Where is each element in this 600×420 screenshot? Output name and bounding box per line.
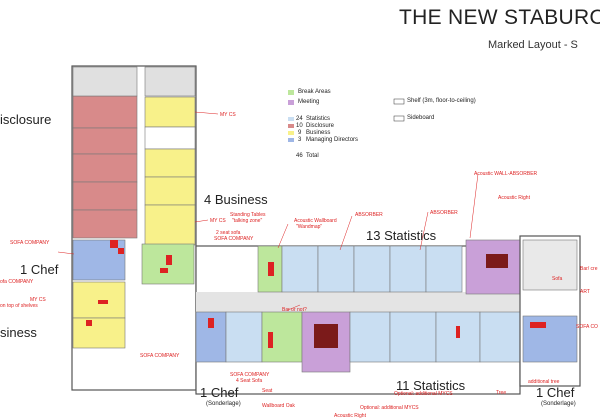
- area-label-statistics-11: 11 Statistics: [396, 378, 466, 393]
- ann-sofa-company-left: SOFA COMPANY: [10, 240, 50, 246]
- legend-stats-count: 24: [296, 116, 303, 122]
- page-title: THE NEW STABURO: [399, 6, 600, 29]
- office-disclosure-2: [72, 127, 138, 155]
- ann-bar-right: Bar/ cre: [580, 266, 598, 272]
- ann-absorber-1: ABSORBER: [355, 212, 383, 218]
- office-business-3: [144, 176, 196, 206]
- office-statistics-7: [349, 311, 391, 363]
- ann-acoustic-right: Acoustic Right: [498, 195, 530, 201]
- legend-meeting: Meeting: [298, 99, 320, 105]
- main-wing: [195, 239, 521, 395]
- office-disclosure-1: [72, 95, 138, 129]
- office-statistics-3: [353, 245, 391, 293]
- ann-sofa-company-bottom: SOFA COMPANY: [140, 353, 180, 359]
- ann-2-seat-sofa: 2 seat sofa: [216, 230, 241, 236]
- ann-sofa-company-bottom2: SOFA COMPANY: [230, 372, 270, 378]
- ann-absorber-2: ABSORBER: [430, 210, 458, 216]
- office-statistics-8: [389, 311, 437, 363]
- legend-total: Total: [306, 153, 319, 159]
- ann-bar-or-not: Bar or not?: [282, 307, 307, 313]
- legend-business-count: 9: [298, 130, 302, 136]
- ann-4-seat-sofa: 4 Seat Sofa: [236, 378, 263, 384]
- ann-acoustic-wallboard: Acoustic Wallboard: [294, 218, 337, 224]
- office-disclosure-3: [72, 153, 138, 183]
- legend-shelf-swatch: [393, 98, 405, 105]
- legend-shelf: Shelf (3m, floor-to-ceiling): [407, 98, 476, 104]
- office-statistics-4: [389, 245, 427, 293]
- red-furniture: [86, 240, 546, 348]
- office-statistics-6: [225, 311, 263, 363]
- ann-tree: Tree: [496, 390, 507, 396]
- ann-on-top-shelves: on top of shelves: [0, 303, 38, 309]
- break-area-bottom: [261, 311, 303, 363]
- legend-meeting-swatch: [288, 100, 294, 105]
- legend-disclosure-count: 10: [296, 123, 303, 129]
- legend-sideboard: Sideboard: [407, 115, 435, 121]
- ann-wallboard-oak: Wallboard Oak: [262, 403, 295, 409]
- office-statistics-2: [317, 245, 355, 293]
- legend-stats: Statistics: [306, 116, 331, 122]
- area-label-business-left: siness: [0, 325, 37, 340]
- office-disclosure-4: [72, 181, 138, 211]
- office-business-4: [144, 204, 196, 246]
- area-label-statistics-13: 13 Statistics: [366, 228, 437, 243]
- legend-directors: Managing Directors: [306, 137, 359, 143]
- area-label-chef-bottom-right: 1 Chef: [536, 385, 575, 400]
- legend-business: Business: [306, 130, 331, 136]
- office-business-2: [144, 148, 196, 178]
- right-wing: [519, 235, 581, 387]
- ann-additional-tree: additional tree: [528, 379, 560, 385]
- legend-stats-swatch: [288, 117, 294, 121]
- office-disclosure-5: [72, 209, 138, 239]
- ann-my-cs-top: MY CS: [220, 112, 236, 118]
- area-label-chef-bottom-left: 1 Chef: [200, 385, 239, 400]
- legend-disclosure: Disclosure: [306, 123, 335, 129]
- corridor: [196, 292, 520, 312]
- legend-directors-count: 3: [298, 137, 302, 143]
- area-label-business-4: 4 Business: [204, 192, 268, 207]
- office-statistics-10: [479, 311, 521, 363]
- legend-total-count: 46: [296, 153, 303, 159]
- legend-directors-swatch: [288, 138, 294, 142]
- ann-my-cs-left: MY CS: [30, 297, 46, 303]
- ann-acoustic-right-bottom: Acoustic Right: [334, 413, 366, 419]
- office-business-1: [144, 96, 196, 128]
- legend-break: Break Areas: [298, 89, 331, 95]
- ann-sofa-right: Sofa: [552, 276, 563, 282]
- ann-my-cs-mid: MY CS: [210, 218, 226, 224]
- area-sublabel-chef-bottom-right: (Sonderlage): [541, 401, 576, 407]
- ann-art: ART: [580, 289, 590, 295]
- ann-talking-zone: "talking zone": [232, 218, 263, 224]
- ann-optional-mycs-1: Optional: additional MYCS: [360, 405, 419, 411]
- area-label-disclosure: isclosure: [0, 112, 52, 127]
- left-wing: [71, 65, 197, 391]
- legend-business-swatch: [288, 131, 294, 135]
- office-business-6: [72, 317, 126, 349]
- legend-sideboard-swatch: [393, 115, 405, 122]
- ann-sofa-co-right: SOFA CO: [576, 324, 598, 330]
- ann-wandmap: "Wandmap": [296, 224, 323, 230]
- ann-sofa-company-left2: ofa COMPANY: [0, 279, 34, 285]
- office-statistics-5: [425, 245, 463, 293]
- legend-disclosure-swatch: [288, 124, 294, 128]
- office-statistics-1: [281, 245, 319, 293]
- annotation-lines: [57, 111, 479, 311]
- legend-break-swatch: [288, 90, 294, 95]
- ann-acoustic-wall-absorber: Acoustic WALL-ABSORBER: [474, 171, 538, 177]
- page-subtitle: Marked Layout - S: [488, 39, 578, 51]
- ann-optional-mycs-2: Optional: additional MYCS: [394, 391, 453, 397]
- area-sublabel-chef-bottom-left: (Sonderlage): [206, 401, 241, 407]
- area-label-chef-left: 1 Chef: [20, 262, 59, 277]
- ann-seat: Seat: [262, 388, 273, 394]
- ann-sofa-company-mid: SOFA COMPANY: [214, 236, 254, 242]
- ann-standing-tables: Standing Tables: [230, 212, 266, 218]
